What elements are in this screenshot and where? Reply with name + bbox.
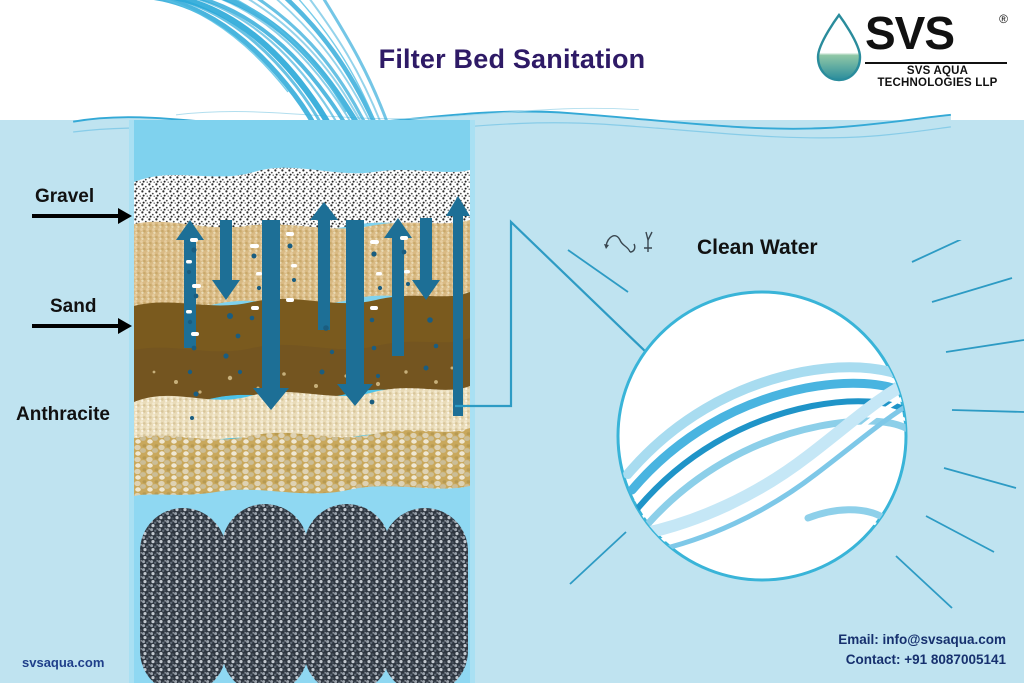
sand-pointer-arrow bbox=[32, 318, 132, 334]
logo-wordmark: SVS bbox=[865, 7, 955, 59]
page-title: Filter Bed Sanitation bbox=[378, 44, 646, 74]
water-droplet-icon bbox=[816, 12, 862, 82]
label-clean-water: Clean Water bbox=[697, 236, 818, 259]
label-sand: Sand bbox=[50, 296, 97, 317]
flow-arrow-down bbox=[253, 220, 289, 410]
footer-email[interactable]: Email: info@svsaqua.com bbox=[838, 632, 1006, 647]
flow-arrow-up bbox=[176, 220, 204, 348]
column-right-edge bbox=[470, 120, 475, 683]
registered-trademark-icon: ® bbox=[999, 12, 1008, 26]
bird-icons bbox=[604, 231, 653, 253]
activated-carbon-blocks bbox=[140, 504, 468, 683]
column-left-edge bbox=[129, 120, 134, 683]
clean-water-circle bbox=[616, 290, 908, 582]
footer-contact-block: Email: info@svsaqua.com Contact: +91 808… bbox=[838, 630, 1006, 669]
logo-tagline: SVS AQUA TECHNOLOGIES LLP bbox=[877, 65, 998, 89]
flow-arrow-up bbox=[310, 202, 338, 330]
flow-arrow-down bbox=[412, 218, 440, 300]
footer-website[interactable]: svsaqua.com bbox=[22, 655, 105, 670]
flow-arrow-up bbox=[384, 218, 412, 356]
backwash-flow-arrows bbox=[176, 196, 470, 420]
callout-connector-line bbox=[455, 219, 676, 408]
gravel-pointer-arrow bbox=[32, 208, 132, 224]
bubble-group bbox=[186, 232, 439, 420]
label-anthracite: Anthracite bbox=[16, 404, 110, 425]
brand-logo: SVS ® SVS AQUA TECHNOLOGIES LLP bbox=[810, 8, 1010, 90]
label-gravel: Gravel bbox=[35, 186, 95, 207]
footer-phone[interactable]: Contact: +91 8087005141 bbox=[845, 651, 1006, 667]
callout-rays bbox=[567, 240, 1024, 609]
flow-arrow-down bbox=[337, 220, 373, 406]
logo-divider bbox=[865, 62, 1007, 64]
flow-arrow-up bbox=[446, 196, 470, 416]
filter-media-layers bbox=[134, 167, 470, 683]
flow-arrow-down bbox=[212, 220, 240, 300]
filter-bed-column bbox=[129, 120, 475, 683]
